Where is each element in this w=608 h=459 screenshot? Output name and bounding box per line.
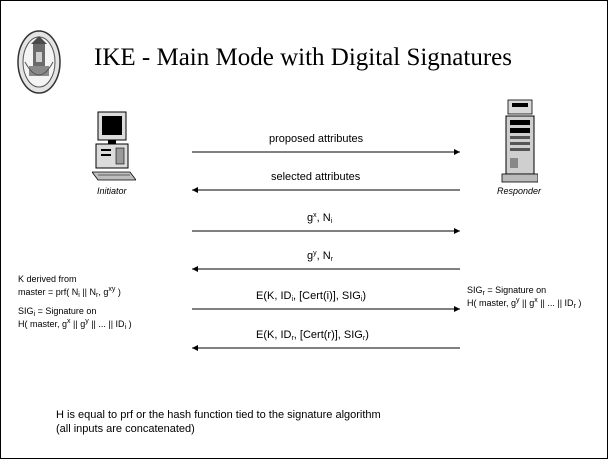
note-k-derived: K derived from [18, 274, 77, 284]
responder-server-icon [501, 99, 538, 183]
note-sigr-def: SIGr = Signature on [467, 285, 547, 297]
initiator-computer-icon [92, 111, 136, 181]
university-seal-logo [17, 30, 61, 94]
msg-gy-nr: gy, Nr [307, 250, 334, 263]
msg-idr-cert-sigr: E(K, IDr, [Cert(r)], SIGr) [256, 329, 369, 342]
footer-note: H is equal to prf or the hash function t… [56, 408, 576, 436]
note-sigi-def: SIGi = Signature on [18, 306, 97, 318]
note-master-prf: master = prf( Ni || Nr, gxy ) [18, 286, 121, 299]
msg-proposed-attributes: proposed attributes [269, 133, 364, 145]
msg-gx-ni: gx, Ni [307, 212, 333, 225]
note-sigi-hash: H( master, gx || gy || ... || IDi ) [18, 318, 132, 331]
footer-line-2: (all inputs are concatenated) [56, 423, 195, 435]
responder-label: Responder [497, 186, 542, 196]
initiator-label: Initiator [97, 186, 127, 196]
msg-idi-cert-sigi: E(K, IDi, [Cert(i)], SIGi) [256, 290, 367, 303]
note-sigr-hash: H( master, gy || gx || ... || IDr ) [467, 297, 582, 310]
msg-selected-attributes: selected attributes [271, 171, 361, 183]
footer-line-1: H is equal to prf or the hash function t… [56, 409, 381, 421]
page-title: IKE - Main Mode with Digital Signatures [94, 44, 512, 71]
